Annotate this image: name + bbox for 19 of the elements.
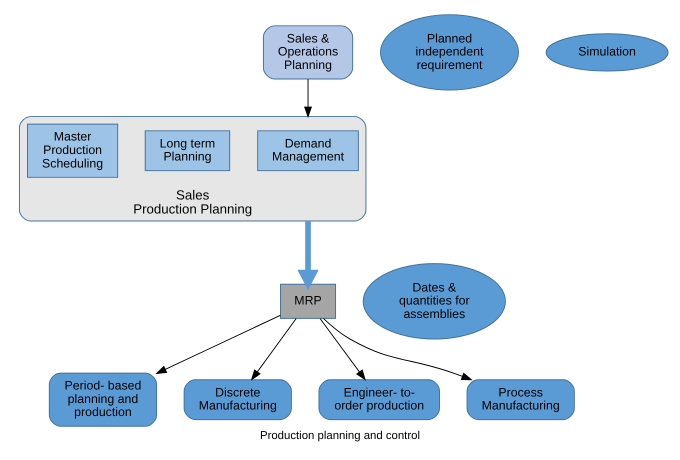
node-box: Master Production Scheduling — [27, 123, 118, 178]
node-box: Demand Management — [257, 130, 359, 171]
arrow — [155, 314, 281, 374]
arrow — [250, 318, 297, 380]
arrow — [320, 318, 366, 380]
node-ellipse: Simulation — [546, 32, 668, 71]
node-box: Discrete Manufacturing — [184, 378, 292, 420]
caption: Production planning and control — [260, 430, 420, 442]
node-box: Period- based planning and production — [48, 372, 158, 426]
node-box: MRP — [280, 283, 336, 318]
node-ellipse: Planned independent requirement — [380, 14, 519, 90]
node-box: Sales & Operations Planning — [262, 24, 354, 79]
node-box: Engineer- to- order production — [318, 378, 440, 420]
arrow — [323, 318, 473, 380]
node-box: Process Manufacturing — [466, 378, 575, 420]
arrow — [304, 78, 312, 118]
node-box: Long term Planning — [144, 130, 230, 171]
node-ellipse: Dates & quantities for assemblies — [362, 262, 506, 339]
arrow — [297, 220, 319, 290]
